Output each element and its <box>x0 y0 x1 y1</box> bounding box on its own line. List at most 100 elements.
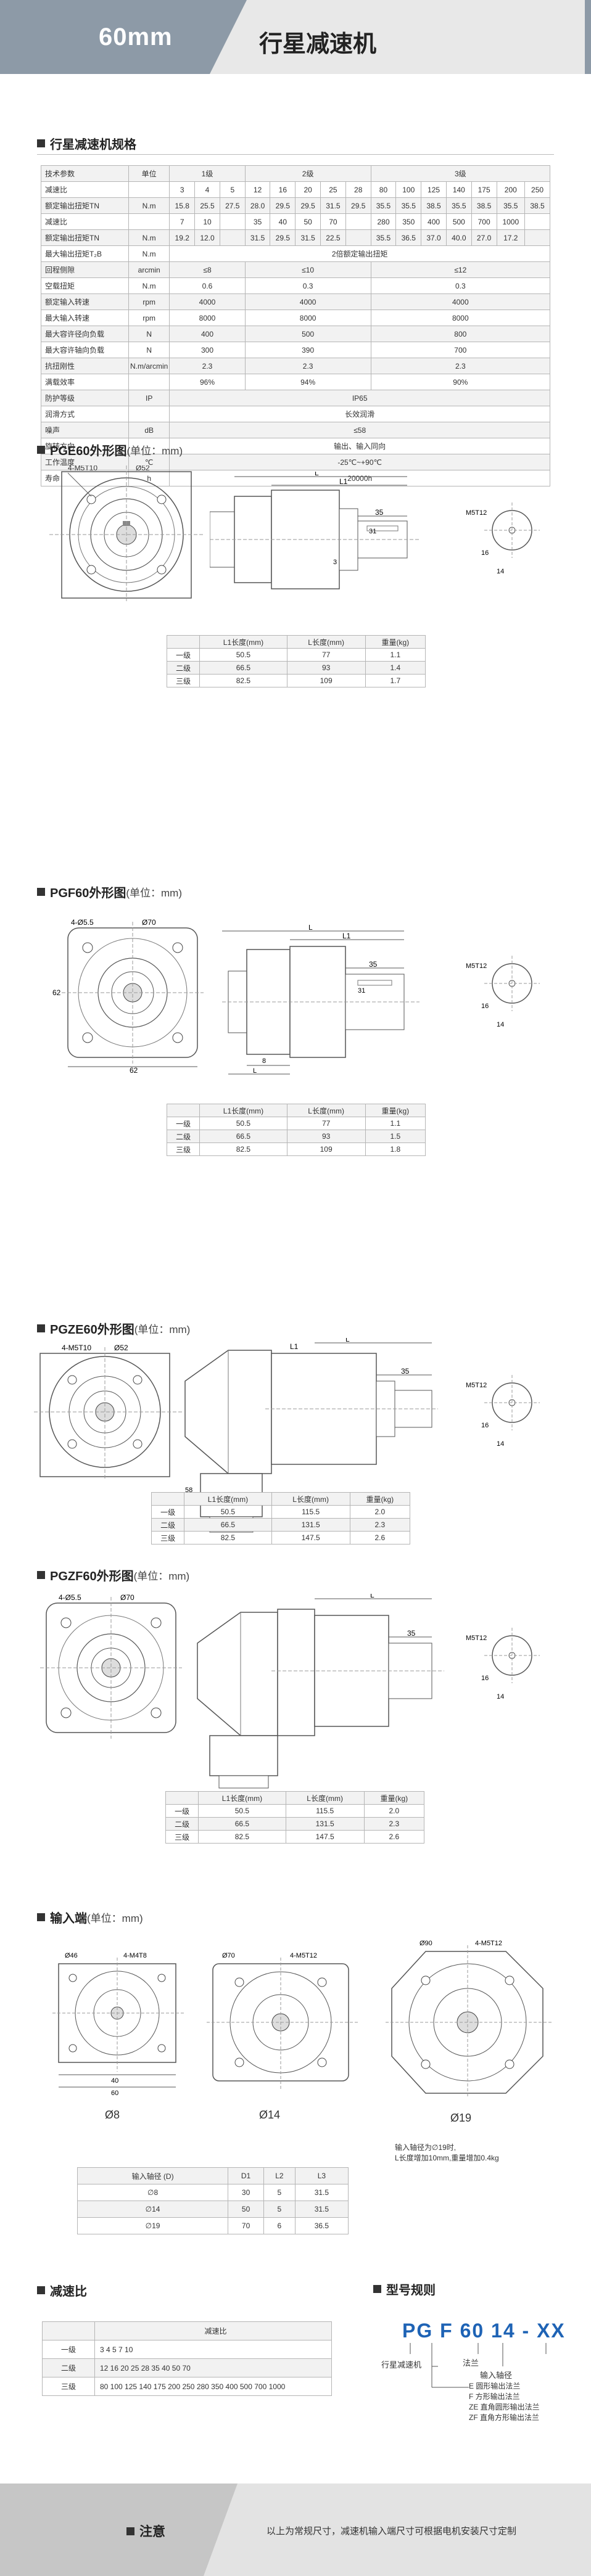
lbl-3: 3 <box>333 559 337 566</box>
input-caption-d8: Ø8 <box>105 2109 120 2121</box>
lbl-m5t10: 4-M5T10 <box>68 466 97 472</box>
table-cell: 三级 <box>42 2377 95 2396</box>
table-cell: 131.5 <box>285 1817 365 1831</box>
table-cell: 2.3 <box>244 358 371 374</box>
square-icon <box>37 1571 45 1579</box>
square-icon <box>126 2527 134 2535</box>
table-cell: 25.5 <box>194 197 220 214</box>
lbl-14: 14 <box>497 1021 504 1028</box>
lbl-L: L <box>253 1067 257 1075</box>
pgf-shaft-view: M5T12 14 16 <box>460 943 552 1036</box>
footer-tag: 注意 <box>126 2522 165 2540</box>
table-cell: L3 <box>294 2167 349 2184</box>
pgzf-front-view: 4-Ø5.5 Ø70 <box>34 1594 188 1742</box>
model-rule-heading: 型号规则 <box>373 2280 436 2298</box>
lbl-L1: L1 <box>339 477 348 486</box>
table-cell: 0.3 <box>370 277 551 294</box>
pgzf-heading: PGZF60外形图 (单位：mm) <box>37 1566 189 1584</box>
table-cell: ∅19 <box>76 2217 229 2234</box>
table-cell: 二级 <box>166 1130 200 1143</box>
table-cell: ≤8 <box>169 261 246 278</box>
table-cell: 77 <box>286 1117 366 1130</box>
table-cell <box>345 213 371 230</box>
footer-accent <box>0 2484 238 2576</box>
table-cell: 2.3 <box>363 1817 425 1831</box>
table-cell: L长度(mm) <box>285 1791 365 1805</box>
table-cell: 技术参数 <box>41 165 129 182</box>
table-cell: 8000 <box>244 310 371 326</box>
table-cell: 2.3 <box>370 358 551 374</box>
pgf-side-view: L L1 35 31 8 L <box>210 925 419 1079</box>
table-cell <box>128 438 170 454</box>
table-cell: 31.5 <box>320 197 346 214</box>
lbl-m5t12: M5T12 <box>466 509 487 517</box>
table-cell <box>128 406 170 422</box>
lbl-phi55: 4-Ø5.5 <box>71 919 94 927</box>
table-cell: 40 <box>270 213 296 230</box>
lbl-m5t12: 4-M5T12 <box>290 1952 317 1959</box>
table-cell: 5 <box>219 181 246 198</box>
header-model: 60mm <box>99 23 173 51</box>
table-cell: 输入轴径 (D) <box>76 2167 229 2184</box>
ratio-heading: 减速比 <box>37 2281 87 2299</box>
table-cell: 31.5 <box>294 2184 349 2201</box>
table-cell: arcmin <box>128 261 170 278</box>
table-cell: 8000 <box>370 310 551 326</box>
table-cell: 抗扭刚性 <box>41 358 129 374</box>
input-d14-view: Ø70 4-M5T12 <box>204 1948 364 2096</box>
table-cell: 500 <box>445 213 472 230</box>
table-cell: 37.0 <box>421 229 447 246</box>
table-cell: 二级 <box>166 661 200 675</box>
table-cell: L长度(mm) <box>271 1492 350 1506</box>
table-cell: 38.5 <box>421 197 447 214</box>
table-cell: rpm <box>128 293 170 310</box>
table-cell <box>128 213 170 230</box>
table-cell: 50.5 <box>184 1505 272 1519</box>
table-cell: 16 <box>270 181 296 198</box>
table-cell: 40.0 <box>445 229 472 246</box>
table-cell: 17.2 <box>496 229 526 246</box>
table-cell: 12.0 <box>194 229 220 246</box>
lbl-31: 31 <box>369 528 376 535</box>
table-cell: 36.5 <box>294 2217 349 2234</box>
table-cell: 31.5 <box>294 2201 349 2218</box>
table-cell: rpm <box>128 310 170 326</box>
lbl-m5t12: M5T12 <box>466 1635 487 1642</box>
footer-text: 以上为常规尺寸，减速机输入端尺寸可根据电机安装尺寸定制 <box>267 2526 517 2537</box>
table-cell: 5 <box>263 2201 296 2218</box>
table-cell: 一级 <box>166 648 200 662</box>
table-cell: 175 <box>471 181 497 198</box>
table-cell: N.m <box>128 245 170 262</box>
dim-header-row: L1长度(mm)L长度(mm)重量(kg) <box>165 1791 425 1805</box>
square-icon <box>37 2286 45 2294</box>
lbl-31: 31 <box>358 987 365 995</box>
table-cell <box>524 213 550 230</box>
lbl-phi55: 4-Ø5.5 <box>59 1594 81 1602</box>
ratio-header-row: 减速比 <box>42 2321 332 2340</box>
lbl-16: 16 <box>481 1675 489 1682</box>
table-cell: 66.5 <box>199 661 287 675</box>
spec-row: 旋转方向输出、输入同向 <box>41 438 550 454</box>
table-cell: 长效润滑 <box>169 406 550 422</box>
lbl-L: L <box>315 472 319 477</box>
header-right-bar <box>585 0 591 74</box>
table-cell: 1.7 <box>365 674 426 687</box>
table-cell: ≤12 <box>370 261 551 278</box>
table-cell: 二级 <box>165 1817 199 1831</box>
table-cell: 82.5 <box>199 674 287 687</box>
table-cell: 二级 <box>42 2358 95 2377</box>
table-cell: 最大输入转速 <box>41 310 129 326</box>
